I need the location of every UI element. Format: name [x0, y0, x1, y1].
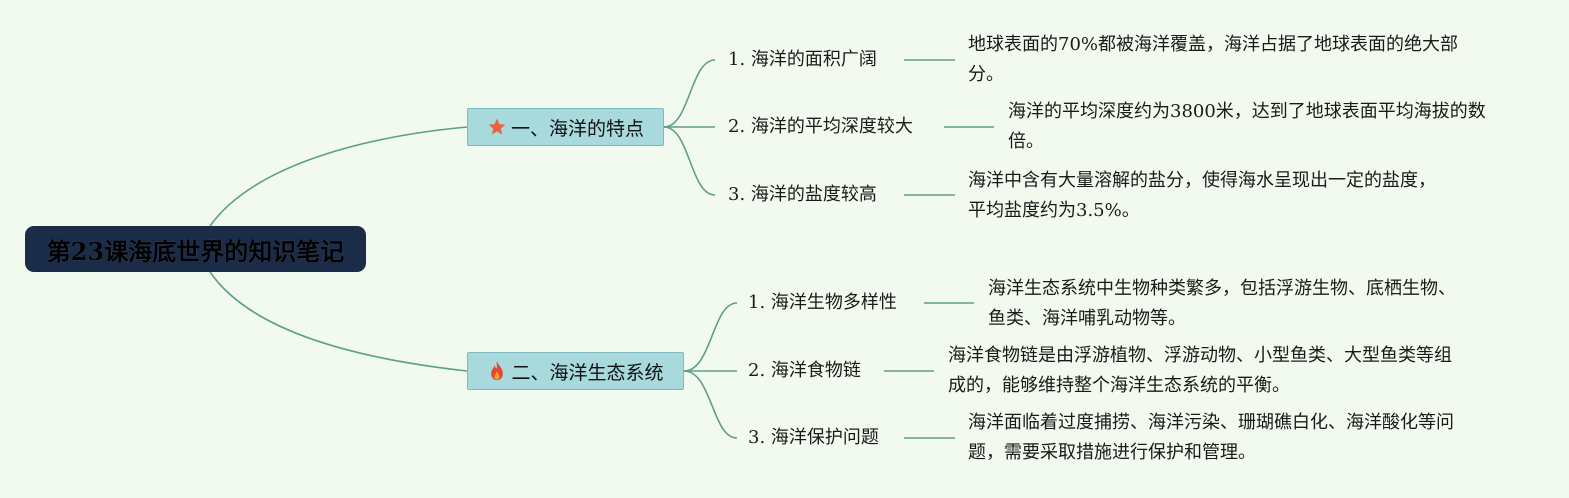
connector-branch-2-leaf-3 [683, 370, 738, 439]
subtopic-protection[interactable]: 3. 海洋保护问题 [748, 427, 879, 448]
note-food-chain: 海洋食物链是由浮游植物、浮游动物、小型鱼类、大型鱼类等组成的，能够维持整个海洋生… [948, 345, 1452, 396]
subtopic-area[interactable]: 1. 海洋的面积广阔 [728, 49, 877, 70]
branch-topic-ocean-features[interactable]: 一、海洋的特点 [467, 108, 664, 146]
connector-root-branch-1 [209, 126, 468, 227]
note-protection: 海洋面临着过度捕捞、海洋污染、珊瑚礁白化、海洋酸化等问题，需要采取措施进行保护和… [968, 412, 1454, 463]
note-biodiversity: 海洋生态系统中生物种类繁多，包括浮游生物、底栖生物、鱼类、海洋哺乳动物等。 [988, 278, 1456, 329]
connector-branch-2-leaf-1 [683, 302, 738, 372]
branch-topic-label: 一、海洋的特点 [510, 117, 644, 140]
note-area: 地球表面的70%都被海洋覆盖，海洋占据了地球表面的绝大部分。 [968, 34, 1459, 85]
branch-topic-ocean-ecosystem[interactable]: 二、海洋生态系统 [467, 352, 684, 390]
subtopic-salinity[interactable]: 3. 海洋的盐度较高 [728, 184, 877, 205]
subtopic-depth[interactable]: 2. 海洋的平均深度较大 [728, 116, 913, 137]
subtopic-biodiversity[interactable]: 1. 海洋生物多样性 [748, 292, 897, 313]
note-salinity: 海洋中含有大量溶解的盐分，使得海水呈现出一定的盐度，平均盐度约为3.5%。 [968, 170, 1436, 221]
fire-icon [487, 360, 507, 382]
root-topic[interactable]: 第23课海底世界的知识笔记 [25, 226, 366, 272]
branch-topic-label: 二、海洋生态系统 [511, 361, 664, 384]
root-topic-label: 第23课海底世界的知识笔记 [46, 236, 345, 266]
connector-root-branch-2 [209, 271, 468, 372]
star-icon [487, 117, 507, 137]
note-depth: 海洋的平均深度约为3800米，达到了地球表面平均海拔的数倍。 [1008, 101, 1486, 152]
connector-branch-1-leaf-1 [663, 59, 716, 128]
connector-branch-1-leaf-3 [663, 126, 716, 196]
subtopic-food-chain[interactable]: 2. 海洋食物链 [748, 360, 861, 381]
